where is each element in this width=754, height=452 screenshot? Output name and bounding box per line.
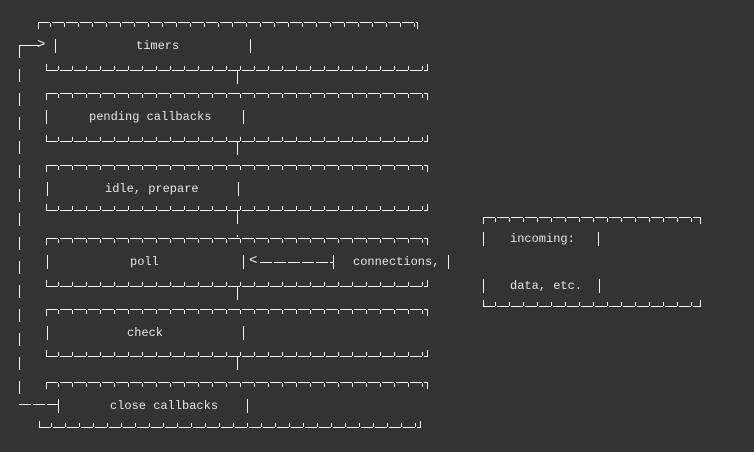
box-bottom-border	[46, 282, 428, 287]
corner-stub	[483, 300, 484, 307]
box-bottom-border	[46, 206, 428, 211]
corner-stub	[46, 309, 47, 316]
corner-stub	[427, 64, 428, 71]
box-top-border	[46, 382, 428, 387]
incoming-to-poll-arrow-line	[260, 262, 333, 263]
loop-arrowhead-icon: >	[37, 37, 46, 53]
box-left-bar	[47, 255, 48, 269]
box-right-bar	[250, 39, 251, 53]
loop-bottom-line	[19, 404, 58, 405]
corner-stub	[427, 93, 428, 100]
corner-stub	[46, 382, 47, 389]
corner-stub	[46, 165, 47, 172]
phase-label-poll: poll	[130, 255, 159, 269]
corner-stub	[46, 280, 47, 287]
phase-label-check: check	[127, 326, 164, 340]
box-left-bar	[46, 110, 47, 124]
junction-connector	[237, 357, 238, 381]
corner-stub	[46, 93, 47, 100]
box-left-bar	[333, 255, 334, 269]
incoming-label: incoming:	[510, 232, 575, 246]
junction-connector	[237, 71, 238, 92]
junction-connector	[237, 287, 238, 308]
loop-top-line	[19, 45, 39, 46]
corner-stub	[427, 135, 428, 142]
box-left-bar	[47, 326, 48, 340]
corner-stub	[427, 238, 428, 245]
corner-stub	[427, 309, 428, 316]
box-top-border	[46, 165, 428, 170]
box-right-bar	[243, 110, 244, 124]
corner-stub	[427, 204, 428, 211]
box-left-bar	[47, 182, 48, 196]
box-right-bar	[448, 255, 449, 269]
corner-stub	[46, 204, 47, 211]
box-right-bar	[238, 182, 239, 196]
box-bottom-border	[39, 423, 421, 428]
box-bottom-border	[46, 352, 428, 357]
box-top-border	[46, 93, 428, 98]
corner-stub	[417, 22, 418, 29]
corner-stub	[46, 350, 47, 357]
box-bottom-border	[46, 137, 428, 142]
phase-label-close-callbacks: close callbacks	[110, 399, 219, 413]
box-top-border	[46, 238, 428, 243]
phase-label-pending-callbacks: pending callbacks	[89, 110, 212, 124]
corner-stub	[427, 382, 428, 389]
corner-stub	[420, 421, 421, 428]
box-top-border	[483, 217, 701, 222]
corner-stub	[427, 165, 428, 172]
phase-label-idle-prepare: idle, prepare	[105, 182, 199, 196]
box-right-bar	[243, 326, 244, 340]
box-right-bar	[599, 279, 600, 293]
corner-stub	[427, 280, 428, 287]
corner-stub	[700, 300, 701, 307]
corner-stub	[483, 217, 484, 224]
box-top-border	[46, 309, 428, 314]
box-left-bar	[483, 232, 484, 246]
corner-stub	[39, 421, 40, 428]
corner-stub	[427, 350, 428, 357]
corner-stub	[46, 64, 47, 71]
loop-left-line	[19, 45, 20, 405]
box-bottom-border	[483, 302, 701, 307]
corner-stub	[46, 135, 47, 142]
junction-connector	[237, 142, 238, 164]
box-left-bar	[55, 39, 56, 53]
data-etc-label: data, etc.	[510, 279, 583, 293]
phase-label-timers: timers	[136, 39, 180, 53]
box-right-bar	[247, 399, 248, 413]
box-right-bar	[243, 255, 244, 269]
poll-arrowhead-icon: <	[249, 253, 258, 269]
box-top-border	[38, 22, 418, 27]
box-bottom-border	[46, 66, 428, 71]
junction-connector	[237, 211, 238, 237]
box-left-bar	[483, 279, 484, 293]
corner-stub	[46, 238, 47, 245]
box-right-bar	[598, 232, 599, 246]
box-left-bar	[58, 399, 59, 413]
corner-stub	[700, 217, 701, 224]
corner-stub	[38, 22, 39, 29]
connections-label: connections,	[353, 255, 440, 269]
